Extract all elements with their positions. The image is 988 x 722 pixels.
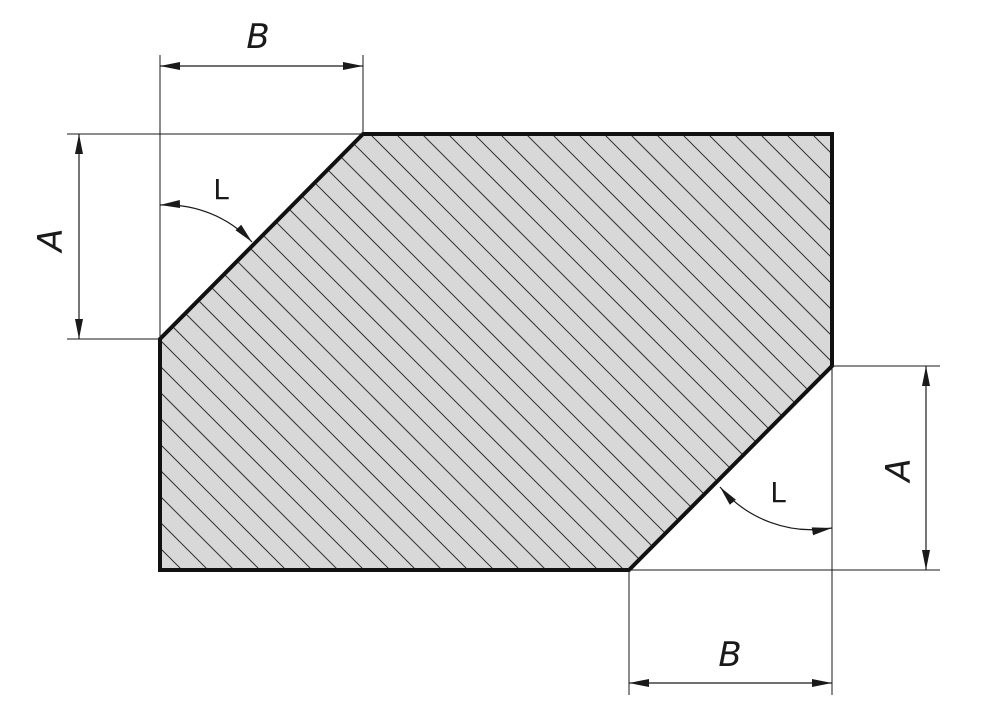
hatch-line (160, 134, 832, 570)
hatch-line (860, 0, 988, 722)
hatch-line (0, 0, 74, 722)
hatch-line (160, 134, 699, 570)
right-height-label: A (879, 458, 919, 483)
hatch-line (160, 134, 751, 570)
hatch-line (886, 0, 988, 722)
hatch-line (160, 134, 595, 570)
hatch-line (365, 134, 832, 570)
hatch-line (160, 134, 803, 570)
hatch-line (160, 134, 569, 570)
bottom-width-label: B (718, 635, 741, 675)
hatch-line (313, 134, 832, 570)
bottom-angle-label: L (770, 476, 786, 509)
hatch-line (160, 134, 829, 570)
hatch-line (417, 134, 832, 570)
bottom-angle-arc (719, 486, 833, 536)
top-angle-label: L (213, 173, 229, 206)
hatch-line (807, 134, 832, 570)
hatch-line (0, 0, 126, 722)
hatch-line (160, 134, 647, 570)
hatch-line (912, 0, 988, 722)
hatch-line (0, 0, 22, 722)
part-fill (160, 134, 832, 570)
hatch-line (183, 134, 832, 570)
hatch-line (160, 134, 179, 570)
top-angle-arc (159, 199, 253, 243)
left-height-label: A (31, 228, 71, 253)
hatch-line (339, 134, 832, 570)
hatch-line (938, 0, 988, 722)
hatch-line (0, 0, 100, 722)
hatch-line (391, 134, 832, 570)
hatch-line (160, 134, 621, 570)
hatch-line (235, 134, 832, 570)
hatch-line (261, 134, 832, 570)
hatch-line (160, 134, 673, 570)
hatch-line (834, 0, 988, 722)
hatch-line (0, 0, 48, 722)
hatch-line (160, 134, 832, 570)
hatch-line (287, 134, 832, 570)
hatch-line (160, 134, 777, 570)
hatch-line (964, 0, 988, 722)
hatch-line (443, 134, 832, 570)
hatch-line (209, 134, 832, 570)
hatch-line (160, 134, 725, 570)
top-width-label: B (246, 17, 269, 57)
hatch-line (160, 134, 543, 570)
hatch-line (0, 0, 152, 722)
